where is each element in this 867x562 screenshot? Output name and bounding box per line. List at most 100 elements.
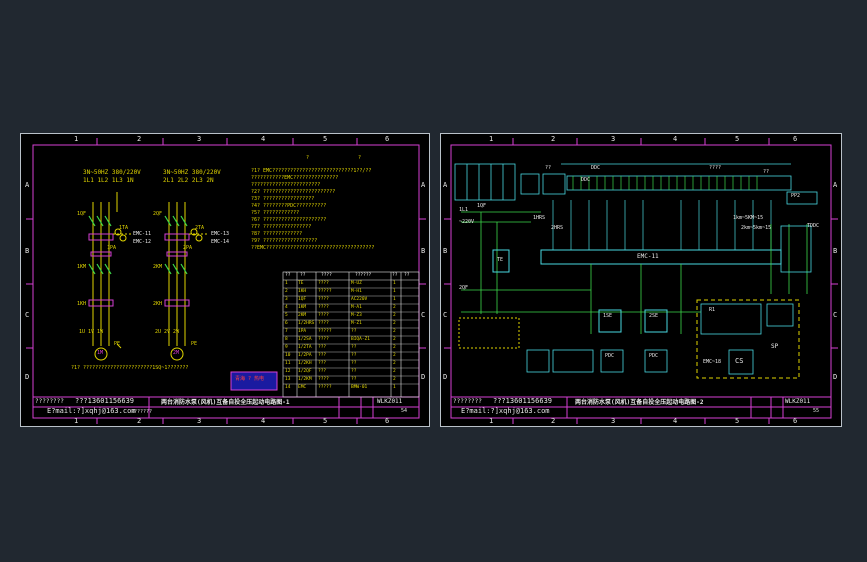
note-line: ?9? ?????????????????? — [251, 238, 318, 244]
table-cell: 7 — [285, 329, 288, 334]
table-cell: 1/2SA — [298, 337, 312, 342]
table-header-cell: ?? — [300, 273, 306, 278]
table-cell: ??? — [318, 353, 327, 358]
table-cell: 1PA — [298, 329, 307, 334]
row-letter: A — [443, 181, 448, 189]
table-cell: ??? — [318, 361, 327, 366]
row-letter: C — [833, 311, 838, 319]
table-cell: ?? — [351, 345, 357, 350]
owner-prefix: ???????? — [35, 398, 64, 405]
col-number: 6 — [385, 135, 390, 143]
supply-label-1: 3N~50HZ 380/220V — [83, 169, 141, 176]
note-line: ?2? ???????????????????????? — [251, 189, 336, 195]
row-letter: C — [443, 311, 448, 319]
bottom-label: ??????? — [131, 409, 153, 415]
kh2-label: 2KH — [153, 301, 163, 307]
table-cell: 1/2KH — [298, 361, 312, 366]
table-cell: 1/2TA — [298, 345, 312, 350]
te-label: TE — [497, 257, 504, 263]
emc13-label: EMC-13 — [211, 231, 230, 237]
note-line: ???????????EMC??????????????? — [251, 175, 339, 181]
table-header-cell: ?? — [285, 273, 291, 278]
table-cell: BIQA-Z1 — [351, 337, 370, 342]
note-line: ?3? ????????????????? — [251, 196, 315, 202]
col-number: 6 — [385, 417, 390, 425]
sheet-number: 55 — [813, 408, 820, 414]
bus-label-2: 2L1 2L2 2L3 2N — [163, 177, 214, 184]
pdc1-label: PDC — [605, 353, 615, 359]
ste2-label: 2SE — [649, 313, 659, 319]
col-number: 4 — [673, 417, 678, 425]
table-cell: ???? — [318, 313, 329, 318]
emc12-label: EMC-12 — [133, 239, 152, 245]
table-cell: 1KH — [298, 289, 307, 294]
col-number: 3 — [611, 135, 616, 143]
table-cell: 11 — [285, 361, 291, 366]
col-number: 2 — [551, 135, 556, 143]
wires1-label: 1U 1V 1W — [79, 329, 104, 335]
table-cell: 1 — [393, 297, 396, 302]
motor1-label: 1M — [97, 350, 104, 356]
note-mark: ? — [358, 155, 362, 161]
km1-label: 1KM — [77, 264, 87, 270]
table-cell: ?? — [351, 369, 357, 374]
qf2-label: 2QF — [459, 285, 469, 291]
drawing-number: WLKZ011 — [785, 398, 811, 405]
wires2-label: 2U 2V 2W — [155, 329, 180, 335]
row-letter: A — [833, 181, 838, 189]
table-cell: 2 — [393, 337, 396, 342]
ta2-label: 2TA — [195, 225, 205, 231]
table-cell: 9 — [285, 345, 288, 350]
pa2-label: 2PA — [183, 245, 193, 251]
table-cell: TE — [298, 281, 304, 286]
table-cell: 1QF — [298, 297, 307, 302]
col-number: 1 — [74, 135, 79, 143]
col-number: 5 — [735, 135, 740, 143]
table-cell: ?? — [351, 377, 357, 382]
row-letter: B — [833, 247, 838, 255]
note-line: ??????????????????????? — [251, 182, 321, 188]
bus-label-1: 1L1 1L2 1L3 1N — [83, 177, 134, 184]
table-cell: M-Z3 — [351, 313, 362, 318]
ste1-label: 1SE — [603, 313, 613, 319]
emc14-label: EMC-14 — [211, 239, 230, 245]
note-line: ?6? ????????????????????? — [251, 217, 327, 223]
col-number: 3 — [197, 417, 202, 425]
table-cell: ???? — [318, 297, 329, 302]
table-cell: AC220V — [351, 297, 368, 302]
table-cell: 2 — [393, 305, 396, 310]
table-cell: ????? — [318, 289, 332, 294]
top-mark: ???? — [709, 165, 722, 171]
table-cell: 1/2HRS — [298, 321, 315, 326]
row-letter: D — [443, 373, 448, 381]
table-cell: M-H1 — [351, 289, 362, 294]
table-cell: 1/2QF — [298, 369, 312, 374]
table-cell: ???? — [318, 377, 329, 382]
sheet-2-graphics — [444, 138, 838, 424]
phone-number: ???13601156639 — [75, 397, 135, 405]
emc11-label: EMC-11 — [133, 231, 152, 237]
table-cell: 8 — [285, 337, 288, 342]
bottom-note: ?1? ???????????????????????1SQ~1??????? — [71, 365, 189, 371]
emc-bottom-label: EMC~18 — [703, 359, 722, 365]
table-cell: ????? — [318, 385, 332, 390]
table-cell: 5 — [285, 313, 288, 318]
table-cell: ?? — [351, 329, 357, 334]
row-letter: D — [421, 373, 426, 381]
table-cell: M-Z1 — [351, 321, 362, 326]
table-cell: EMC — [298, 385, 307, 390]
table-header-cell: ???? — [321, 273, 332, 278]
range2-label: 2km~5km~15 — [741, 225, 772, 231]
cs-label: CS — [735, 357, 744, 365]
table-header-cell: ?? — [392, 273, 398, 278]
table-cell: 1 — [285, 281, 288, 286]
table-cell: 1 — [393, 385, 396, 390]
col-number: 1 — [489, 135, 494, 143]
drawing-title: 两台消防水泵(风机)互备自投全压起动电路图-1 — [161, 399, 290, 406]
table-cell: ???? — [318, 337, 329, 342]
col-number: 1 — [489, 417, 494, 425]
table-cell: 3 — [285, 297, 288, 302]
pdc2-label: PDC — [649, 353, 659, 359]
table-cell: 13 — [285, 377, 291, 382]
row-letter: D — [25, 373, 30, 381]
